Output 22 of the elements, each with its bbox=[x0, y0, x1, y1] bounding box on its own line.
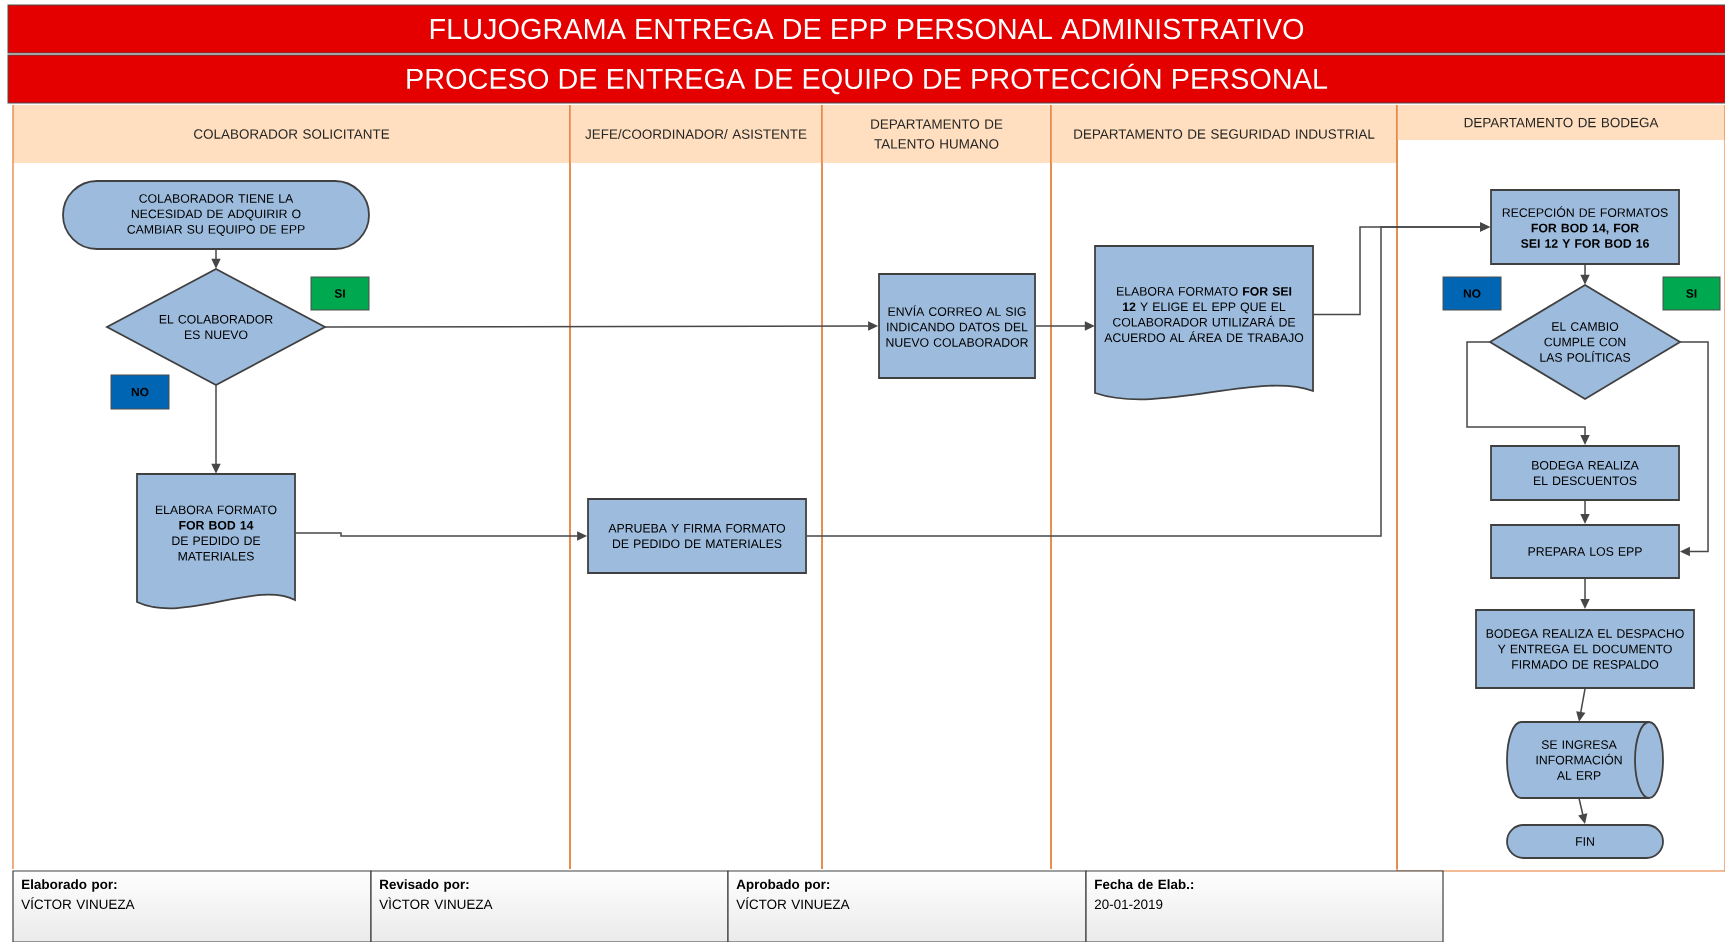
storage-cylinder: SE INGRESA INFORMACIÓN AL ERP bbox=[1506, 721, 1664, 799]
yes-tag: SI bbox=[1662, 276, 1721, 311]
document-box: ELABORA FORMATO FOR BOD 14 DE PEDIDO DE MATERIALES bbox=[136, 473, 296, 610]
process-box: APRUEBA Y FIRMA FORMATO DE PEDIDO DE MATERIALES bbox=[587, 498, 807, 574]
start-terminal: COLABORADOR TIENE LA NECESIDAD DE ADQUIRIR O CAMBIAR SU EQUIPO DE EPP bbox=[62, 180, 370, 250]
process-box: RECEPCIÓN DE FORMATOS FOR BOD 14, FOR SEI 12 Y FOR BOD 16 bbox=[1490, 189, 1680, 265]
end-terminal: FIN bbox=[1506, 824, 1664, 859]
title-band: PROCESO DE ENTREGA DE EQUIPO DE PROTECCIÓN PERSONAL bbox=[7, 54, 1725, 104]
process-box: ENVÍA CORREO AL SIG INDICANDO DATOS DEL NUEVO COLABORADOR bbox=[878, 273, 1036, 379]
no-tag: NO bbox=[110, 374, 170, 410]
signature-cell: Revisado por: VÌCTOR VINUEZA bbox=[370, 870, 729, 942]
process-box: PREPARA LOS EPP bbox=[1490, 524, 1680, 579]
process-box: BODEGA REALIZA EL DESPACHO Y ENTREGA EL DOCUMENTO FIRMADO DE RESPALDO bbox=[1475, 609, 1695, 689]
signature-cell: Elaborado por: VÍCTOR VINUEZA bbox=[12, 870, 372, 942]
process-box: BODEGA REALIZA EL DESCUENTOS bbox=[1490, 445, 1680, 501]
arrow bbox=[1679, 341, 1709, 557]
signature-cell: Aprobado por: VÍCTOR VINUEZA bbox=[727, 870, 1087, 942]
signature-cell: Fecha de Elab.: 20-01-2019 bbox=[1085, 870, 1444, 942]
no-tag: NO bbox=[1442, 276, 1502, 311]
yes-tag: SI bbox=[310, 276, 370, 311]
title-bar: FLUJOGRAMA ENTREGA DE EPP PERSONAL ADMINISTRATIVO bbox=[7, 4, 1725, 54]
document-box: ELABORA FORMATO FOR SEI 12 Y ELIGE EL EPP QUE EL COLABORADOR UTILIZARÁ DE ACUERDO AL ÁREA DE TRABAJO bbox=[1094, 245, 1314, 401]
